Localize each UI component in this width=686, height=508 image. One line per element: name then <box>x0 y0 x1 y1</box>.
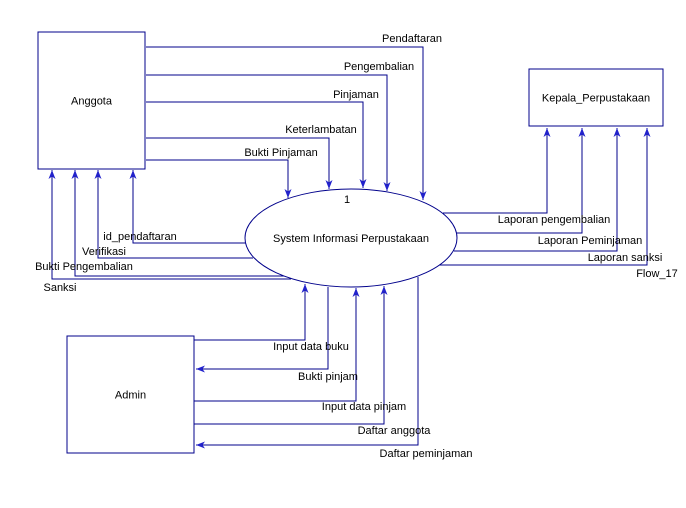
flow-pinjaman-line[interactable] <box>146 101 367 188</box>
flow-daftar-peminjaman-label: Daftar peminjaman <box>380 448 473 460</box>
flow-bukti-pinjaman-line[interactable] <box>146 159 292 198</box>
flow-input-data-buku-line[interactable] <box>194 284 309 341</box>
flow-laporan-peminjaman-line[interactable] <box>456 128 586 234</box>
process-number: 1 <box>344 194 350 206</box>
flow-pendaftaran-line[interactable] <box>146 46 427 200</box>
process-label: System Informasi Perpustakaan <box>273 233 429 245</box>
flow-flow-17-line[interactable] <box>439 128 651 266</box>
entity-kepala-perpustakaan[interactable] <box>528 68 664 127</box>
entity-admin-label: Admin <box>115 390 146 402</box>
flow-laporan-peminjaman-label: Laporan Peminjaman <box>538 235 643 247</box>
flow-input-data-pinjam-line[interactable] <box>194 288 360 402</box>
flow-verifikasi-label: Verifikasi <box>82 246 126 258</box>
flow-bukti-pinjam-label: Bukti pinjam <box>298 371 358 383</box>
flow-daftar-anggota-label: Daftar anggota <box>358 425 432 437</box>
flow-input-data-buku-label: Input data buku <box>273 341 349 353</box>
flow-laporan-pengembalian-label: Laporan pengembalian <box>498 214 611 226</box>
flow-daftar-anggota-line[interactable] <box>194 286 388 425</box>
flow-flow-17-label: Flow_17 <box>636 268 678 280</box>
flow-laporan-pengembalian-line[interactable] <box>443 128 551 214</box>
flow-keterlambatan-label: Keterlambatan <box>285 124 357 136</box>
process-system-informasi-perpustakaan[interactable] <box>244 188 458 288</box>
flow-pengembalian-line[interactable] <box>146 74 391 191</box>
flow-laporan-sanksi-label: Laporan sanksi <box>588 252 663 264</box>
flow-daftar-peminjaman-line[interactable] <box>196 277 419 449</box>
flow-pendaftaran-label: Pendaftaran <box>382 33 442 45</box>
flow-verifikasi-line[interactable] <box>94 170 253 259</box>
entity-anggota-label: Anggota <box>71 96 113 108</box>
flow-bukti-pinjam-line[interactable] <box>196 287 329 373</box>
flow-pengembalian-label: Pengembalian <box>344 61 414 73</box>
flow-sanksi-label: Sanksi <box>43 282 76 294</box>
entity-kepala-perpustakaan-label: Kepala_Perpustakaan <box>542 93 650 105</box>
entity-admin[interactable] <box>66 335 195 454</box>
flow-id-pendaftaran-line[interactable] <box>129 170 246 244</box>
entity-anggota[interactable] <box>37 31 146 170</box>
flow-sanksi-line[interactable] <box>48 170 291 280</box>
flow-bukti-pengembalian-line[interactable] <box>71 170 284 277</box>
flow-input-data-pinjam-label: Input data pinjam <box>322 401 406 413</box>
flow-bukti-pinjaman-label: Bukti Pinjaman <box>244 147 317 159</box>
flow-pinjaman-label: Pinjaman <box>333 89 379 101</box>
flow-keterlambatan-line[interactable] <box>146 137 333 189</box>
flow-laporan-sanksi-line[interactable] <box>454 128 621 252</box>
flow-id-pendaftaran-label: id_pendaftaran <box>103 231 176 243</box>
flow-bukti-pengembalian-label: Bukti Pengembalian <box>35 261 133 273</box>
